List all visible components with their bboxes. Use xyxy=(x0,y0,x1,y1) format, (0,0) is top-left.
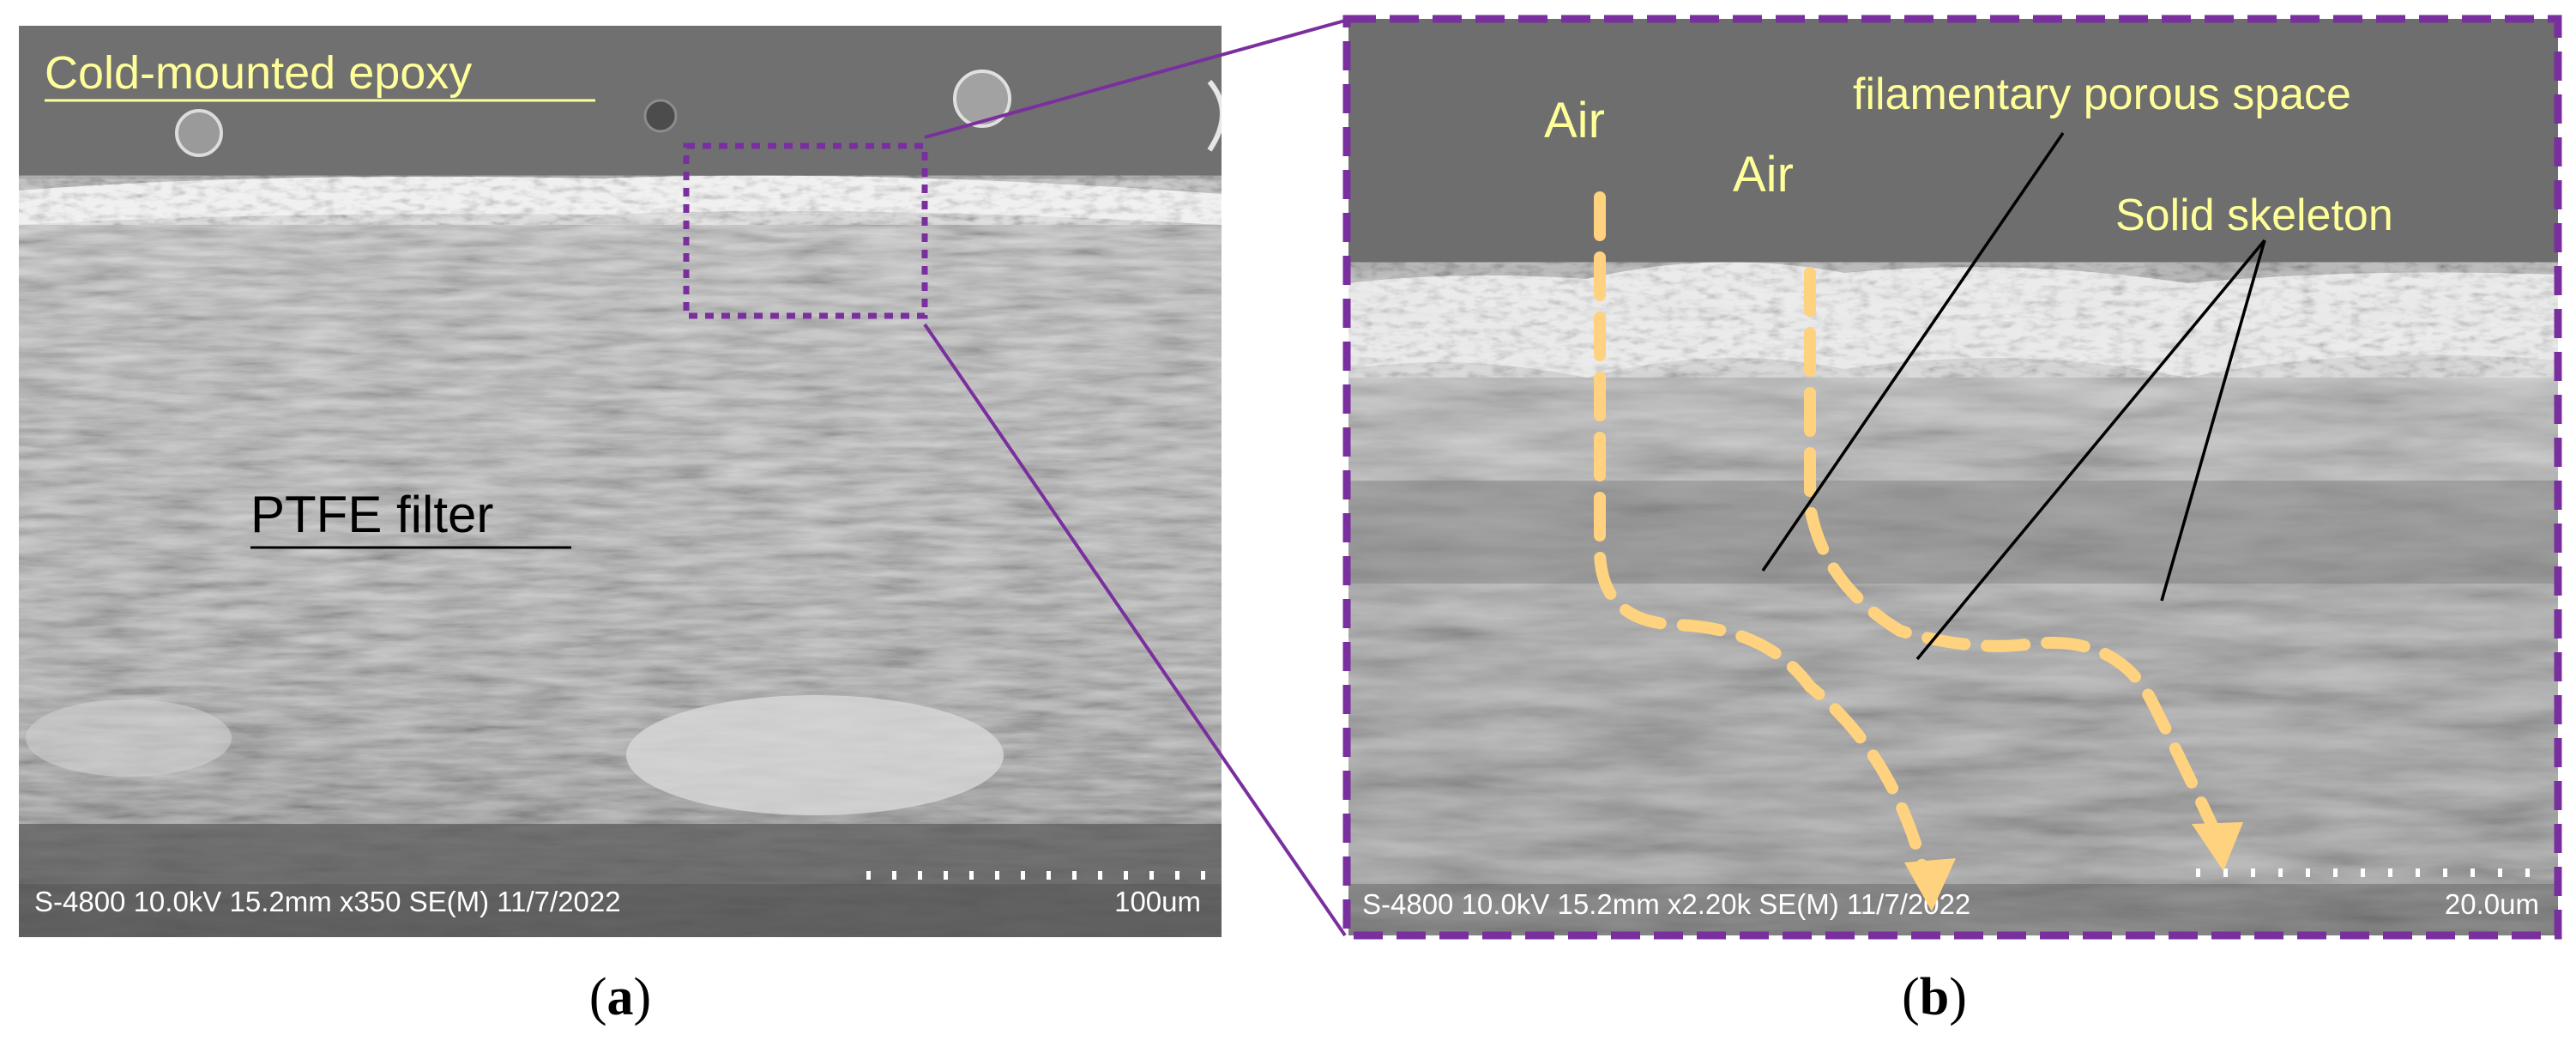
scale-label-a: 100um xyxy=(1114,886,1201,917)
air-flow-arrowhead-1 xyxy=(1904,858,1956,911)
air-label-2: Air xyxy=(1733,147,1794,203)
scale-bar-ticks-a xyxy=(866,871,1205,880)
porous-leader-line xyxy=(1761,132,2065,572)
zoom-region-box xyxy=(683,142,928,319)
panel-label-b: (b) xyxy=(1902,968,1967,1026)
zoom-connector-bottom xyxy=(923,323,1347,937)
epoxy-particles xyxy=(175,70,1222,157)
panel-a xyxy=(19,26,1222,937)
epoxy-label: Cold-mounted epoxy xyxy=(45,47,472,99)
ptfe-filter-label: PTFE filter xyxy=(250,486,493,543)
info-bar-a xyxy=(19,884,1222,937)
scale-bar-ticks-b xyxy=(2196,868,2530,877)
porous-space-label: filamentary porous space xyxy=(1853,70,2351,119)
panel-label-a: (a) xyxy=(589,968,651,1026)
air-flow-arrow-1 xyxy=(1594,191,1932,886)
air-label-1: Air xyxy=(1544,93,1605,148)
solid-skeleton-label: Solid skeleton xyxy=(2115,191,2393,240)
air-flow-arrowhead-2 xyxy=(2192,822,2243,871)
info-bar-b xyxy=(1348,884,2558,935)
sem-meta-b: S-4800 10.0kV 15.2mm x2.20k SE(M) 11/7/2… xyxy=(1362,888,1970,920)
scale-label-b: 20.0um xyxy=(2445,888,2539,920)
zoom-connector-top xyxy=(924,19,1346,139)
air-flow-arrow-2 xyxy=(1804,267,2223,843)
skeleton-leader-line-2 xyxy=(2160,239,2266,602)
bright-debris xyxy=(626,695,1004,815)
skeleton-leader-line-1 xyxy=(1915,239,2266,661)
zoom-panel-frame xyxy=(1342,15,2562,940)
panel-b xyxy=(1348,19,2558,935)
sem-meta-a: S-4800 10.0kV 15.2mm x350 SE(M) 11/7/202… xyxy=(34,886,621,917)
